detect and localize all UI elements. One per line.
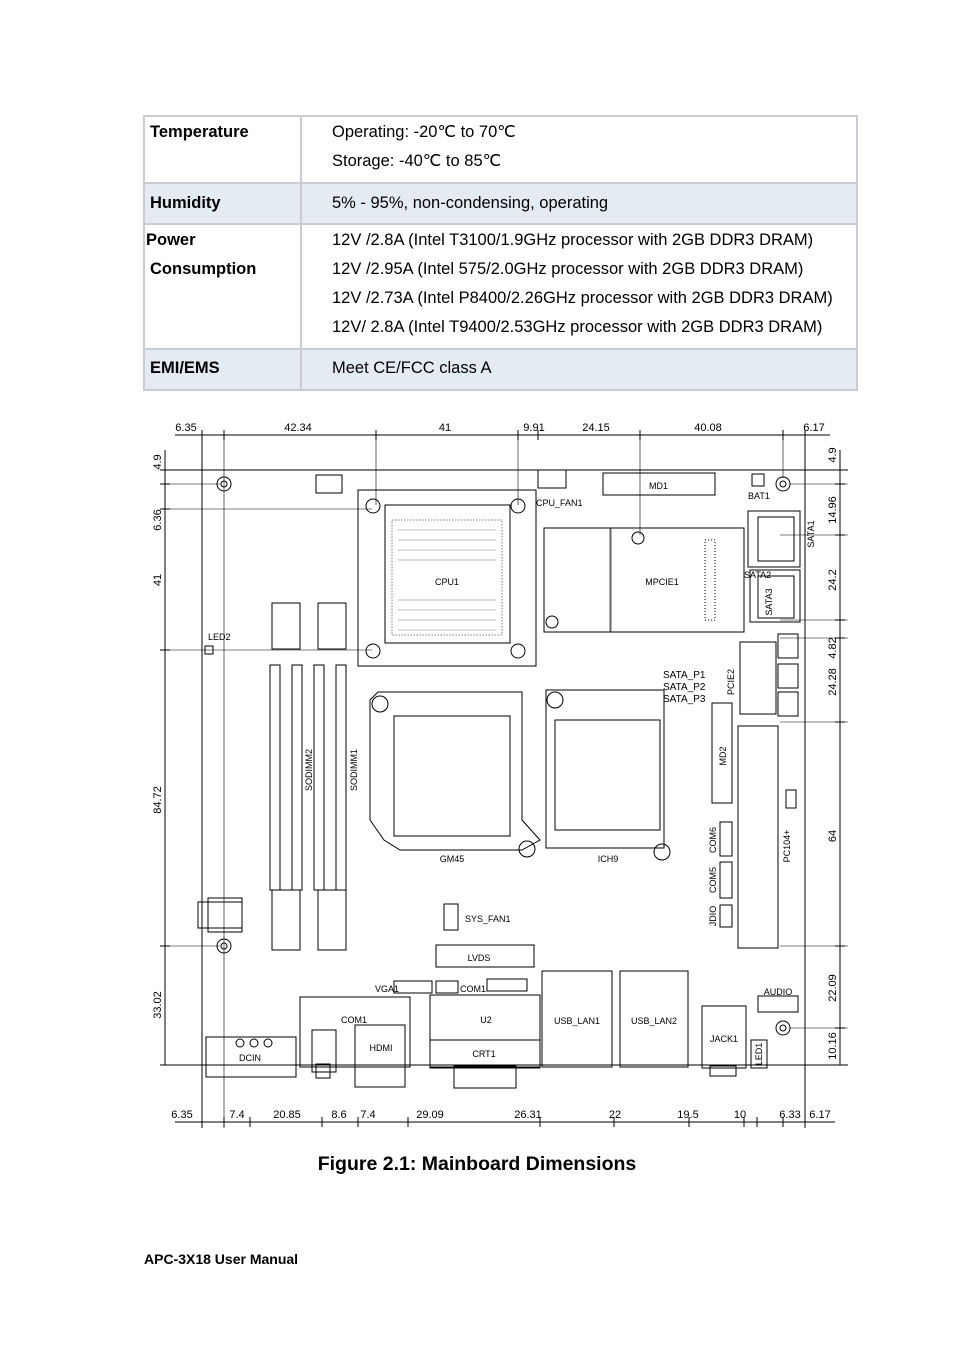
u2-label: U2 <box>480 1015 492 1025</box>
spec-value-line: Operating: -20℃ to 70℃ <box>332 123 516 141</box>
spec-value: Operating: -20℃ to 70℃ Storage: -40℃ to 8… <box>300 115 858 184</box>
right-dim-3: 24.2 <box>827 569 839 590</box>
spec-value: 5% - 95%, non-condensing, operating <box>300 182 858 225</box>
bottom-dim-5: 7.4 <box>360 1109 375 1121</box>
left-dim-3: 41 <box>152 574 164 586</box>
left-dim-2: 6.36 <box>152 509 164 530</box>
dcin-label: DCIN <box>239 1053 261 1063</box>
sata1-label: SATA1 <box>806 520 816 547</box>
spec-value-line: 12V /2.95A (Intel 575/2.0GHz processor w… <box>332 260 804 278</box>
jdio-label: JDIO <box>708 906 718 927</box>
hdmi-label: HDMI <box>370 1043 393 1053</box>
top-dim-1: 6.35 <box>175 422 196 434</box>
pc104-label: PC104+ <box>782 830 792 863</box>
audio-label: AUDIO <box>764 987 793 997</box>
com1-header-label: COM1 <box>460 984 486 994</box>
mpcie1-label: MPCIE1 <box>645 577 679 587</box>
spec-row: EMI/EMS Meet CE/FCC class A <box>143 348 858 391</box>
left-dim-1: 4.9 <box>152 454 164 469</box>
usb-lan2-label: USB_LAN2 <box>631 1016 677 1026</box>
figure-caption: Figure 2.1: Mainboard Dimensions <box>317 1153 637 1175</box>
left-dim-4: 84.72 <box>152 786 164 814</box>
spec-label-line: Power <box>146 231 196 249</box>
com5-label: COM5 <box>708 867 718 893</box>
specifications-table: Temperature Operating: -20℃ to 70℃ Storage… <box>143 115 858 391</box>
sodimm1-label: SODIMM1 <box>349 749 359 791</box>
md2-label: MD2 <box>718 746 728 765</box>
sata2-label: SATA2 <box>744 570 771 580</box>
lvds-label: LVDS <box>468 953 491 963</box>
vga1-label: VGA1 <box>375 984 399 994</box>
bottom-dim-11: 6.33 <box>779 1109 800 1121</box>
spec-value-line: 12V/ 2.8A (Intel T9400/2.53GHz processor… <box>332 318 823 336</box>
spec-label: Humidity <box>143 182 302 225</box>
sata-p2-label: SATA_P2 <box>663 682 706 693</box>
top-dim-6: 40.08 <box>694 422 722 434</box>
bottom-dim-7: 26.31 <box>514 1109 542 1121</box>
bottom-dim-3: 20.85 <box>273 1109 301 1121</box>
footer-title: APC-3X18 User Manual <box>144 1251 299 1267</box>
spec-label-line: Consumption <box>150 260 257 278</box>
bottom-dim-12: 6.17 <box>809 1109 830 1121</box>
sata-p3-label: SATA_P3 <box>663 694 706 705</box>
spec-row: Humidity 5% - 95%, non-condensing, operat… <box>143 182 858 225</box>
bottom-dim-10: 10 <box>734 1109 746 1121</box>
top-dim-5: 24.15 <box>582 422 610 434</box>
gm45-label: GM45 <box>440 854 465 864</box>
cpu-fan1-label: CPU_FAN1 <box>536 498 583 508</box>
right-dim-4: 4.82 <box>827 637 839 658</box>
spec-value: Meet CE/FCC class A <box>300 348 858 391</box>
right-dim-1: 4.9 <box>827 447 839 462</box>
spec-value-line: Storage: -40℃ to 85℃ <box>332 152 502 170</box>
right-dim-8: 10.16 <box>827 1032 839 1060</box>
crt1-label: CRT1 <box>472 1049 495 1059</box>
top-dim-7: 6.17 <box>803 422 824 434</box>
led1-label: LED1 <box>754 1043 764 1066</box>
bottom-dim-2: 7.4 <box>229 1109 244 1121</box>
right-dim-5: 24.28 <box>827 668 839 696</box>
right-dim-7: 22.09 <box>827 974 839 1002</box>
top-dim-2: 42.34 <box>284 422 312 434</box>
spec-value: 12V /2.8A (Intel T3100/1.9GHz processor … <box>300 223 858 350</box>
usb-lan1-label: USB_LAN1 <box>554 1016 600 1026</box>
left-dim-5: 33.02 <box>152 991 164 1019</box>
md1-label: MD1 <box>649 481 668 491</box>
bottom-dim-1: 6.35 <box>171 1109 192 1121</box>
spec-label-line: Temperature <box>150 123 249 141</box>
right-dim-6: 64 <box>827 830 839 842</box>
spec-value-line: 12V /2.73A (Intel P8400/2.26GHz processo… <box>332 289 833 307</box>
ich9-label: ICH9 <box>598 854 619 864</box>
bottom-dim-4: 8.6 <box>331 1109 346 1121</box>
spec-value-line: 12V /2.8A (Intel T3100/1.9GHz processor … <box>332 231 814 249</box>
spec-label-line: Humidity <box>150 194 221 212</box>
bottom-dim-9: 19.5 <box>677 1109 698 1121</box>
top-dim-4: 9.91 <box>523 422 544 434</box>
com1-label: COM1 <box>341 1015 367 1025</box>
mainboard-dimension-drawing: 6.35 42.34 41 9.91 24.15 40.08 6.17 6.35… <box>152 422 848 1128</box>
pcie2-label: PCIE2 <box>726 669 736 695</box>
com6-label: COM6 <box>708 827 718 853</box>
cpu1-label: CPU1 <box>435 577 459 587</box>
spec-value-line: Meet CE/FCC class A <box>332 359 492 377</box>
sata3-label: SATA3 <box>764 588 774 615</box>
spec-label: EMI/EMS <box>143 348 302 391</box>
sys-fan1-label: SYS_FAN1 <box>465 914 511 924</box>
top-dim-3: 41 <box>439 422 451 434</box>
led2-label: LED2 <box>208 632 231 642</box>
jack1-label: JACK1 <box>710 1034 738 1044</box>
right-dim-2: 14.96 <box>827 496 839 524</box>
spec-label: Temperature <box>143 115 302 184</box>
bat1-label: BAT1 <box>748 491 770 501</box>
spec-value-line: 5% - 95%, non-condensing, operating <box>332 194 609 212</box>
bottom-dim-8: 22 <box>609 1109 621 1121</box>
bottom-dim-6: 29.09 <box>416 1109 444 1121</box>
sodimm2-label: SODIMM2 <box>304 749 314 791</box>
spec-label-line: EMI/EMS <box>150 359 220 377</box>
sata-p1-label: SATA_P1 <box>663 670 706 681</box>
spec-row: Temperature Operating: -20℃ to 70℃ Storage… <box>143 115 858 184</box>
